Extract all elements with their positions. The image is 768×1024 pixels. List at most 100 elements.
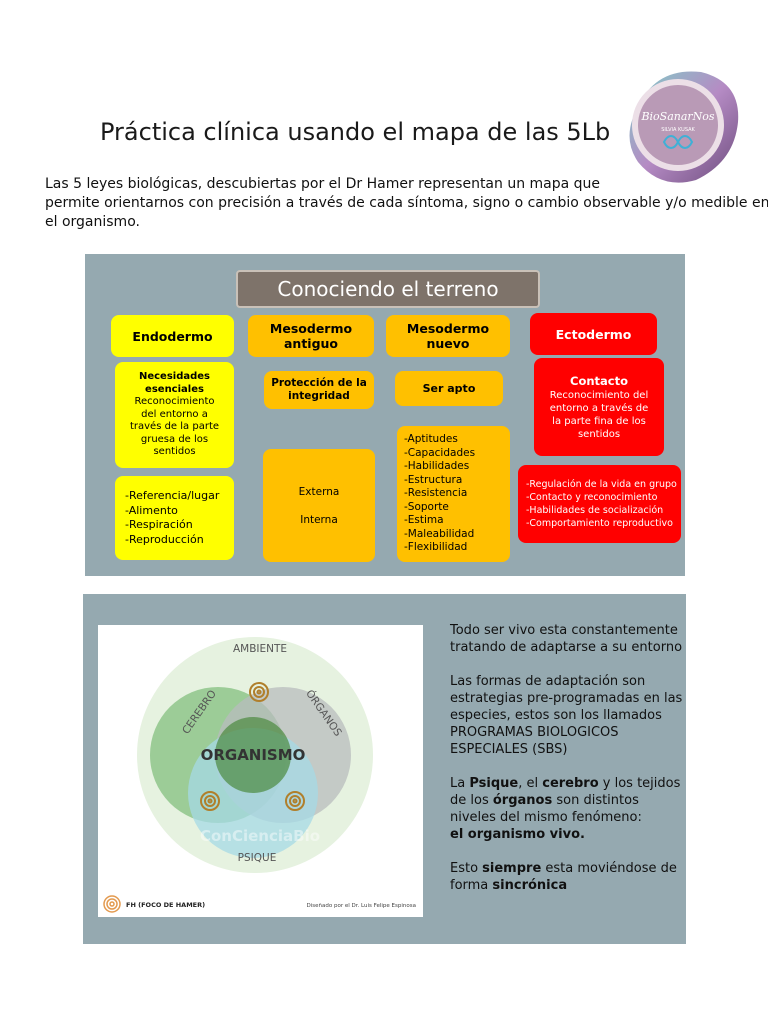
paragraph-2: Las formas de adaptación son estrategias… [450,673,683,758]
intro-line: permite orientarnos con precisión a trav… [45,195,768,211]
endo-box1-text: sentidos [153,446,196,458]
organismo-core [215,717,291,793]
t: son distintos [552,793,639,808]
text-line: La Psique, el cerebro y los tejidos [450,775,680,792]
endo-box1-title: Necesidades [138,371,211,383]
watermark: ConCienciaBio [200,827,320,845]
endo-box1-text: través de la parte [129,421,220,433]
endodermo-box1: Necesidades esenciales Reconocimiento de… [115,362,234,468]
meso-antiguo-title-line: antiguo [283,336,339,351]
meso-nuevo-item: -Aptitudes [404,433,458,446]
endo-item: -Reproducción [125,532,204,546]
t: forma [450,878,493,893]
meso-antiguo-box2-line: Externa [298,485,340,498]
text-line: de los órganos son distintos [450,792,680,809]
meso-antiguo-title: Mesodermo antiguo [248,315,374,357]
logo-text: BioSanarNos [640,110,714,123]
panel-header: Conociendo el terreno [236,270,540,308]
ectodermo-box1: Contacto Reconocimiento del entorno a tr… [534,358,664,456]
meso-nuevo-item: -Flexibilidad [404,541,468,554]
fh-icon [285,791,305,811]
t: , el [518,776,543,791]
endodermo-title: Endodermo [111,315,234,357]
text-line: Las formas de adaptación son [450,674,646,689]
t: La [450,776,470,791]
fh-icon [249,682,269,702]
endo-box1-text: del entorno a [141,408,208,420]
text-line: tratando de adaptarse a su entorno [450,640,683,655]
t-bold: órganos [492,793,553,808]
endo-box1-text: gruesa de los [140,433,209,445]
ecto-item: -Contacto y reconocimiento [526,492,658,503]
t: de los [450,793,493,808]
text-line: forma sincrónica [450,877,680,894]
t: y los tejidos [598,776,681,791]
endo-box1-text: Reconocimiento [134,396,215,408]
text-line: Esto siempre esta moviéndose de [450,860,680,877]
text-line: ESPECIALES (SBS) [450,742,568,757]
ectodermo-box2: -Regulación de la vida en grupo -Contact… [518,465,681,543]
psique-label: PSIQUE [238,852,277,864]
meso-nuevo-title-line: nuevo [426,336,470,351]
ecto-box1-text: la parte fina de los [552,415,646,427]
meso-antiguo-box2: Externa Interna [263,449,375,562]
meso-antiguo-box2-line: Interna [300,513,338,526]
page-title: Práctica clínica usando el mapa de las 5… [100,118,611,146]
ecto-box1-text: entorno a través de [549,402,649,414]
ecto-box1-title: Contacto [570,373,628,388]
fh-icon [200,791,220,811]
t-bold: cerebro [542,776,599,791]
intro-paragraph: Las 5 leyes biológicas, descubiertas por… [45,175,768,232]
endodermo-box2: -Referencia/lugar -Alimento -Respiración… [115,476,234,560]
credit-label: Diseñado por el Dr. Luis Felipe Espinosa [307,903,416,909]
endo-item: -Alimento [125,503,178,517]
paragraph-4: Esto siempre esta moviéndose de forma si… [450,860,680,894]
ecto-item: -Habilidades de socialización [526,505,664,516]
text-line: Todo ser vivo esta constantemente [450,623,678,638]
meso-nuevo-item: -Capacidades [404,446,476,459]
endo-item: -Respiración [125,518,193,531]
endo-box1-title: esenciales [145,383,204,395]
meso-nuevo-item: -Habilidades [404,460,470,473]
fh-legend-icon [103,895,121,913]
t-bold: Psique [469,776,519,791]
text-line: estrategias pre-programadas en las [450,691,683,706]
t-bold: sincrónica [492,878,568,893]
ecto-item: -Comportamiento reproductivo [526,518,673,529]
meso-nuevo-item: -Maleabilidad [404,527,475,540]
paragraph-1: Todo ser vivo esta constantemente tratan… [450,622,683,656]
ecto-box1-text: Reconocimiento del [549,389,649,401]
fh-legend-label: FH (FOCO DE HAMER) [126,901,205,909]
organismo-label: ORGANISMO [201,746,306,764]
logo-subtext: SILVIA KUSAK [661,127,695,133]
meso-nuevo-title-line: Mesodermo [406,321,490,336]
text-line: niveles del mismo fenómeno: [450,810,642,825]
logo: BioSanarNos SILVIA KUSAK [616,62,746,192]
meso-antiguo-box1-line: Protección de la [271,377,367,389]
endo-item: -Referencia/lugar [125,489,220,502]
meso-antiguo-title-line: Mesodermo [269,321,353,336]
text-line: PROGRAMAS BIOLOGICOS [450,725,619,740]
meso-nuevo-box1: Ser apto [395,371,503,406]
meso-antiguo-box1-line: integridad [288,390,350,402]
text-line: especies, estos son los llamados [450,708,662,723]
text-line-bold: el organismo vivo. [450,827,585,842]
meso-nuevo-item: -Soporte [404,500,449,513]
intro-line: el organismo. [45,214,140,230]
intro-line: Las 5 leyes biológicas, descubiertas por… [45,176,601,192]
meso-nuevo-item: -Estima [404,514,444,527]
ectodermo-title: Ectodermo [530,313,657,355]
right-text: Todo ser vivo esta constantemente tratan… [450,622,683,911]
meso-antiguo-box1: Protección de la integridad [264,371,374,409]
t: Esto [450,861,483,876]
meso-nuevo-title: Mesodermo nuevo [386,315,510,357]
ambiente-label: AMBIENTE [233,643,287,655]
t-bold: siempre [482,861,542,876]
t: esta moviéndose de [541,861,677,876]
venn-diagram: AMBIENTE CEREBRO ÓRGANOS ORGANISMO PSIQU… [98,625,423,917]
ecto-item: -Regulación de la vida en grupo [526,479,677,490]
meso-nuevo-item: -Resistencia [404,487,468,500]
meso-nuevo-item: -Estructura [404,473,463,486]
meso-nuevo-box2: -Aptitudes -Capacidades -Habilidades -Es… [397,426,510,562]
paragraph-3: La Psique, el cerebro y los tejidos de l… [450,775,680,843]
